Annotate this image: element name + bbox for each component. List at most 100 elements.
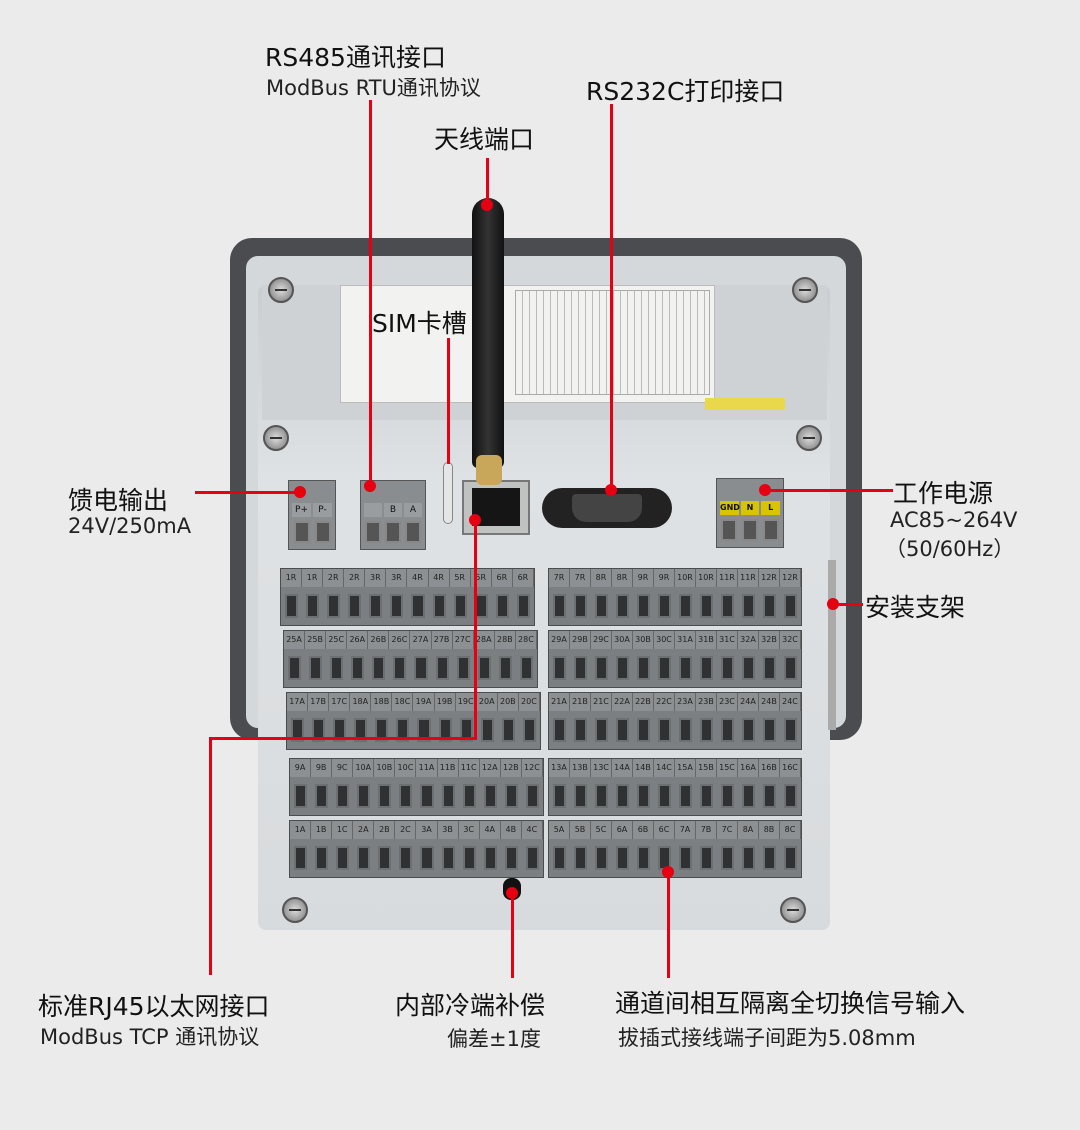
terminal-screw[interactable] [553,656,566,680]
terminal-screw[interactable] [399,846,413,870]
terminal-screw[interactable] [784,594,797,618]
terminal-screw[interactable] [315,784,329,808]
terminal-screw[interactable] [574,656,587,680]
terminal-screw[interactable] [483,846,497,870]
terminal-screw[interactable] [525,846,539,870]
terminal-screw[interactable] [784,846,797,870]
terminal-screw[interactable] [417,718,431,742]
terminal-screw[interactable] [679,846,692,870]
screw-terminal[interactable] [365,521,381,543]
terminal-screw[interactable] [637,784,650,808]
terminal-screw[interactable] [462,846,476,870]
terminal-screw[interactable] [553,784,566,808]
terminal-screw[interactable] [721,718,734,742]
terminal-screw[interactable] [285,594,299,618]
terminal-screw[interactable] [441,784,455,808]
terminal-screw[interactable] [399,784,413,808]
terminal-screw[interactable] [453,594,467,618]
terminal-screw[interactable] [742,594,755,618]
terminal-screw[interactable] [390,594,404,618]
terminal-screw[interactable] [637,718,650,742]
terminal-screw[interactable] [375,718,389,742]
terminal-screw[interactable] [595,656,608,680]
terminal-screw[interactable] [357,846,371,870]
sim-card-slot[interactable] [443,462,453,524]
terminal-screw[interactable] [763,784,776,808]
terminal-screw[interactable] [288,656,302,680]
terminal-screw[interactable] [294,784,308,808]
terminal-screw[interactable] [438,718,452,742]
terminal-screw[interactable] [700,594,713,618]
terminal-screw[interactable] [420,846,434,870]
terminal-screw[interactable] [294,846,308,870]
terminal-screw[interactable] [522,718,536,742]
terminal-screw[interactable] [553,846,566,870]
terminal-screw[interactable] [369,594,383,618]
terminal-screw[interactable] [327,594,341,618]
terminal-screw[interactable] [441,846,455,870]
terminal-screw[interactable] [616,846,629,870]
terminal-screw[interactable] [519,656,533,680]
terminal-screw[interactable] [498,656,512,680]
terminal-screw[interactable] [616,718,629,742]
terminal-screw[interactable] [637,594,650,618]
terminal-screw[interactable] [742,718,755,742]
terminal-screw[interactable] [574,718,587,742]
terminal-screw[interactable] [553,594,566,618]
terminal-screw[interactable] [354,718,368,742]
terminal-screw[interactable] [721,846,734,870]
terminal-screw[interactable] [721,784,734,808]
terminal-screw[interactable] [477,656,491,680]
terminal-screw[interactable] [763,594,776,618]
terminal-screw[interactable] [483,784,497,808]
terminal-screw[interactable] [432,594,446,618]
screw-terminal[interactable] [314,521,331,543]
feed-output-connector[interactable]: P+P- [288,480,336,550]
terminal-screw[interactable] [459,718,473,742]
terminal-screw[interactable] [595,784,608,808]
terminal-screw[interactable] [336,846,350,870]
terminal-screw[interactable] [462,784,476,808]
terminal-screw[interactable] [742,846,755,870]
terminal-screw[interactable] [396,718,410,742]
terminal-screw[interactable] [784,784,797,808]
terminal-screw[interactable] [658,784,671,808]
terminal-screw[interactable] [637,656,650,680]
terminal-screw[interactable] [315,846,329,870]
terminal-screw[interactable] [616,656,629,680]
terminal-screw[interactable] [574,784,587,808]
terminal-screw[interactable] [742,656,755,680]
screw-terminal[interactable] [721,519,738,541]
terminal-screw[interactable] [525,784,539,808]
terminal-screw[interactable] [357,784,371,808]
terminal-screw[interactable] [595,718,608,742]
terminal-screw[interactable] [480,718,494,742]
terminal-screw[interactable] [516,594,530,618]
rj45-port[interactable] [462,480,530,535]
terminal-screw[interactable] [721,594,734,618]
terminal-screw[interactable] [330,656,344,680]
terminal-screw[interactable] [574,594,587,618]
screw-terminal[interactable] [293,521,310,543]
terminal-screw[interactable] [763,846,776,870]
terminal-screw[interactable] [378,784,392,808]
screw-terminal[interactable] [405,521,421,543]
terminal-screw[interactable] [763,656,776,680]
terminal-screw[interactable] [595,846,608,870]
terminal-screw[interactable] [742,784,755,808]
db9-rs232-port[interactable] [542,488,672,528]
terminal-screw[interactable] [637,846,650,870]
terminal-screw[interactable] [679,718,692,742]
terminal-screw[interactable] [784,656,797,680]
terminal-screw[interactable] [700,784,713,808]
terminal-screw[interactable] [495,594,509,618]
terminal-screw[interactable] [456,656,470,680]
